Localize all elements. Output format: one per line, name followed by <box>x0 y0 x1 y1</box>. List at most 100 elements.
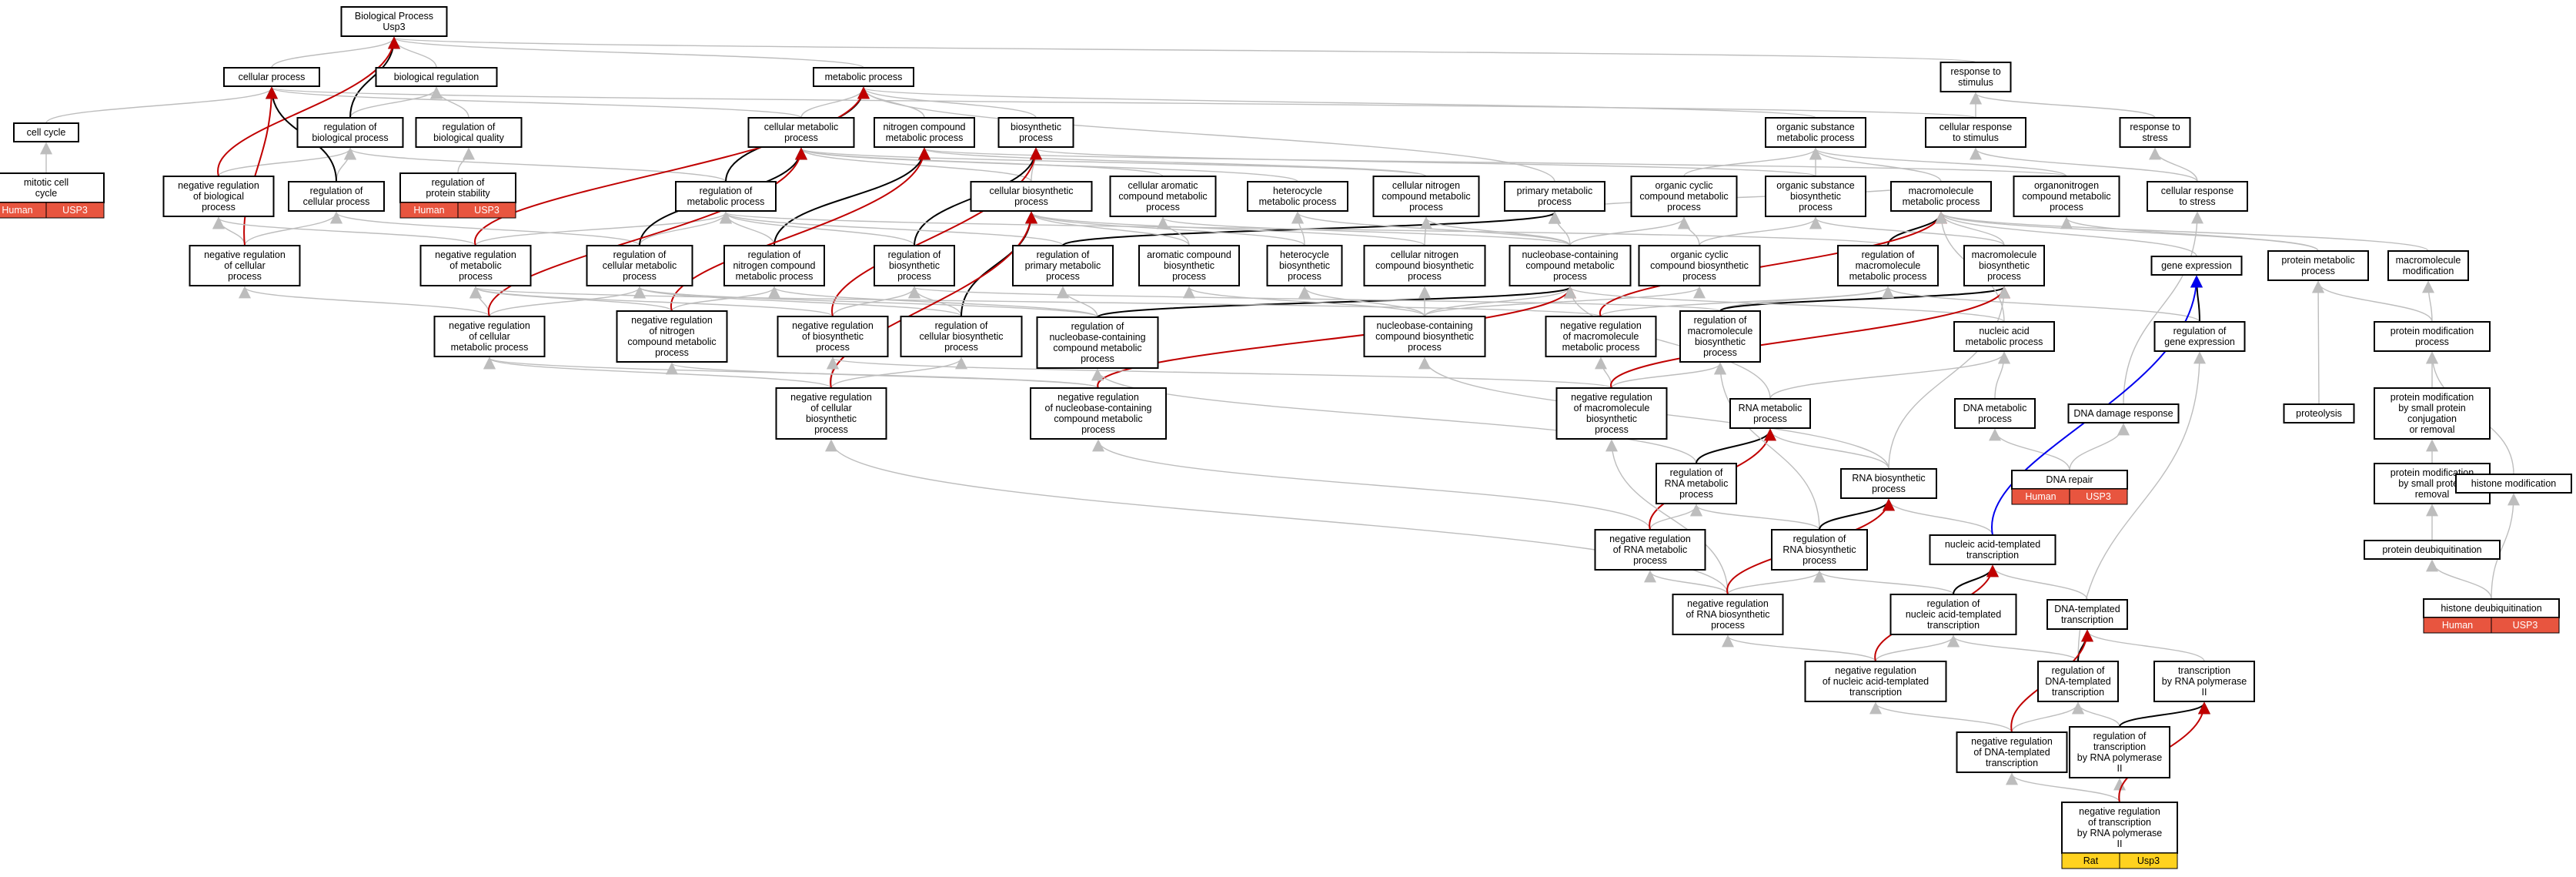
edge-is-a-osbp-bsp <box>1030 147 1816 177</box>
go-term-box <box>2061 802 2178 854</box>
go-term-node-pdub[interactable]: protein deubiquitination <box>2364 540 2501 560</box>
gene-label: USP3 <box>2086 491 2111 502</box>
go-term-label: aromatic compound <box>1147 249 1231 260</box>
go-term-node-mp[interactable]: metabolic process <box>813 67 914 87</box>
go-term-node-cp[interactable]: cellular process <box>223 67 320 87</box>
go-term-label: biosynthetic <box>1790 191 1841 202</box>
edge-is-a-rrnabp-rrnamp <box>1690 504 1820 531</box>
go-term-label: conjugation <box>2407 413 2457 424</box>
go-term-node-breg[interactable]: biological regulation <box>375 67 498 87</box>
go-term-node-dnadr[interactable]: DNA damage response <box>2067 403 2180 423</box>
go-term-label: metabolic process <box>687 196 765 207</box>
go-term-node-cc[interactable]: cell cycle <box>13 122 79 142</box>
edge-is-a-nrcbp-rcbp <box>830 356 967 389</box>
go-term-box <box>433 316 546 357</box>
go-term-node-proteolysis[interactable]: proteolysis <box>2283 403 2355 423</box>
go-term-node-rnbcmp[interactable]: regulation ofnucleobase-containingcompou… <box>1036 316 1159 369</box>
edge-negatively-regulates-nrbp-bp <box>217 36 400 177</box>
go-term-node-dnarep[interactable]: DNA repair <box>2011 470 2128 490</box>
go-term-label: compound metabolic <box>2022 191 2110 202</box>
go-term-node-rmacbp[interactable]: regulation ofmacromoleculebiosyntheticpr… <box>1679 310 1761 363</box>
go-term-label: cellular biosynthetic <box>919 331 1003 342</box>
go-term-box <box>288 181 385 212</box>
go-term-box <box>1804 661 1947 702</box>
go-term-node-gexp[interactable]: gene expression <box>2150 256 2243 276</box>
go-term-node-hmod[interactable]: histone modification <box>2455 474 2572 494</box>
go-term-box <box>1266 245 1343 286</box>
go-term-box <box>1765 176 1866 217</box>
go-term-node-hdub[interactable]: histone deubiquitination <box>2423 598 2560 618</box>
